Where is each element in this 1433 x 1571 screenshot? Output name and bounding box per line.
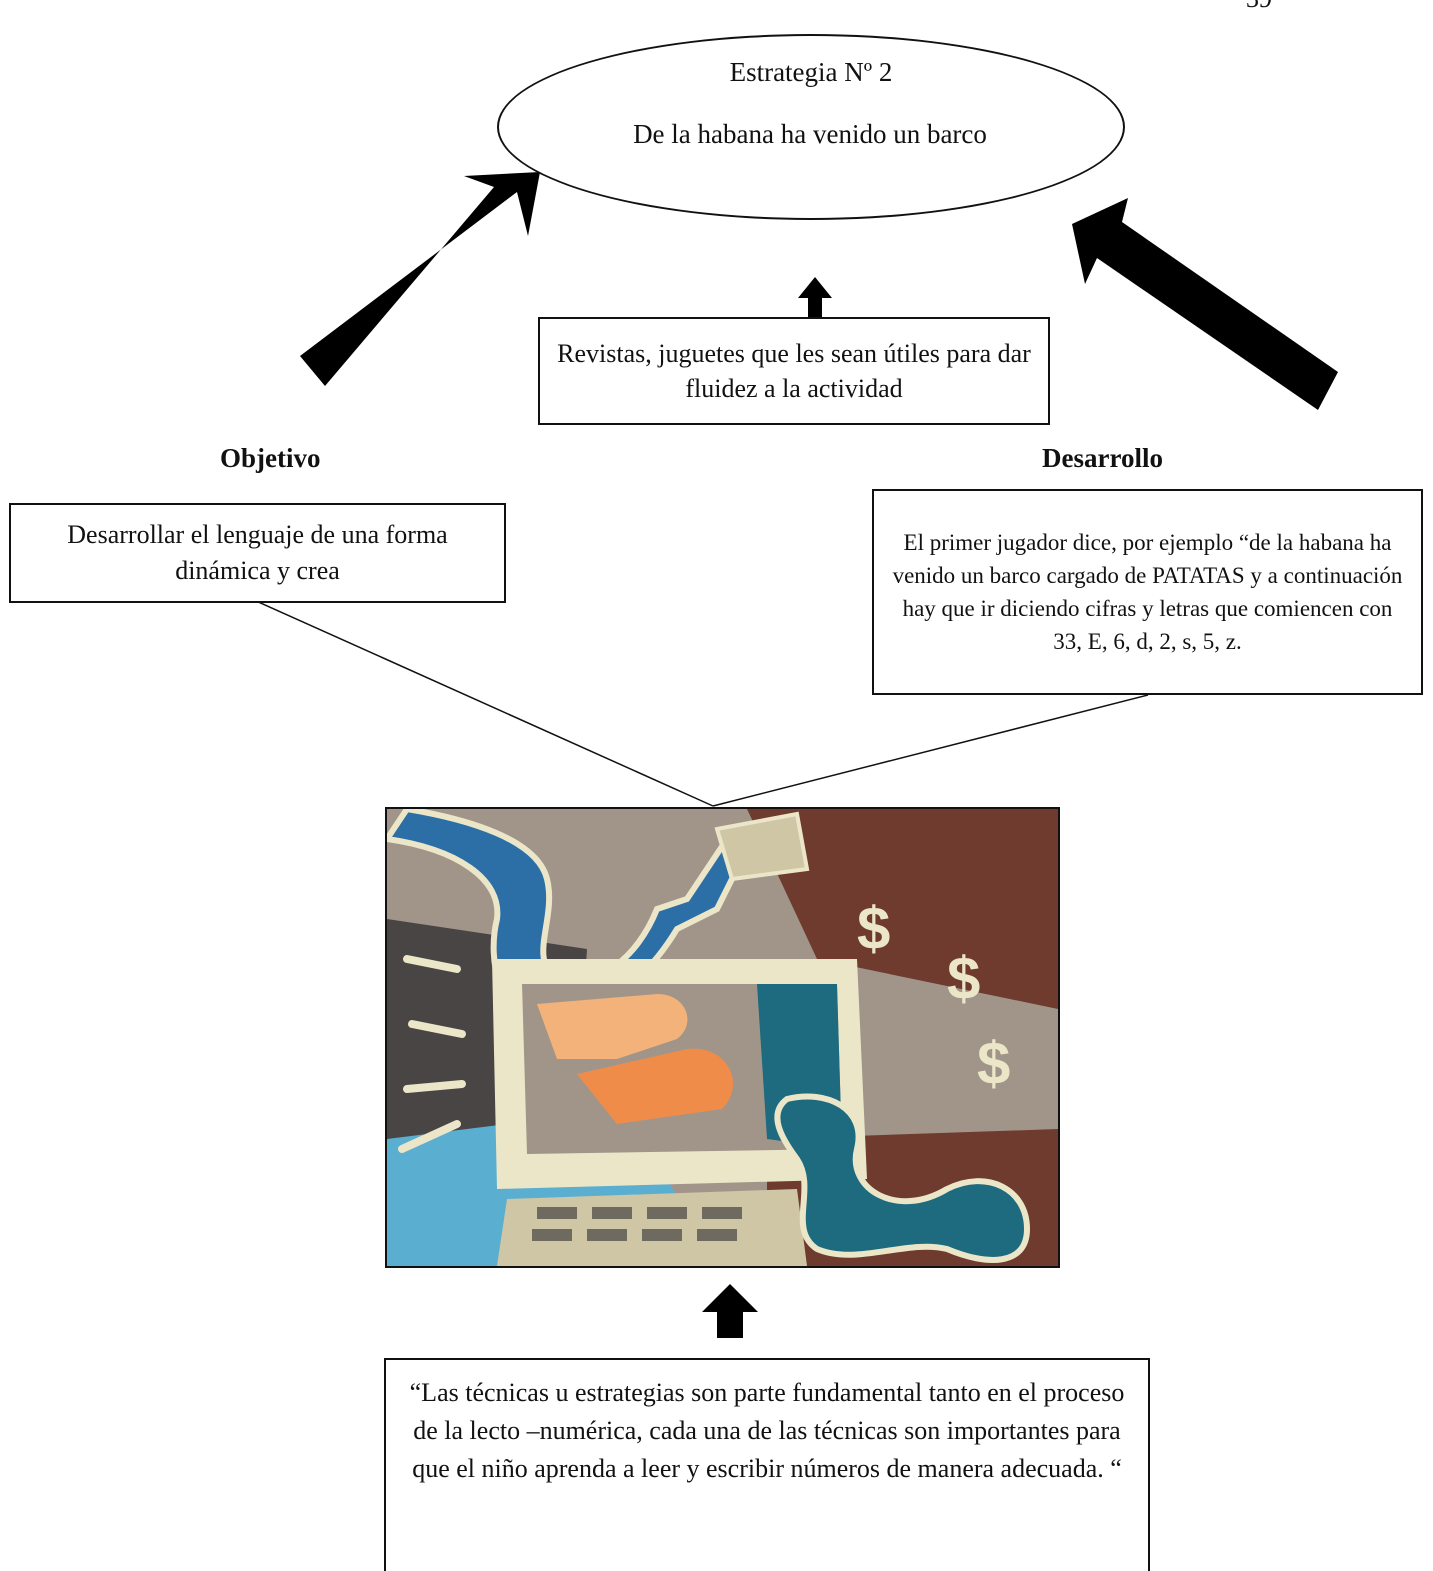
illustration-frame: $ $ $: [385, 807, 1060, 1268]
strategy-title: Estrategia Nº 2: [729, 57, 893, 87]
objective-text: Desarrollar el lenguaje de una forma din…: [67, 520, 448, 585]
dollar-sign-3: $: [977, 1030, 1010, 1097]
strategy-ellipse: [497, 34, 1125, 220]
objective-heading: Objetivo: [220, 443, 321, 473]
dollar-sign-2: $: [947, 945, 980, 1012]
page-number: 39: [1246, 0, 1272, 14]
materials-arrow-icon: [798, 277, 832, 322]
materials-text: Revistas, juguetes que les sean útiles p…: [557, 339, 1031, 403]
development-box: El primer jugador dice, por ejemplo “de …: [872, 489, 1423, 695]
left-arrow-icon: [300, 172, 540, 386]
keyboard: [497, 1189, 807, 1266]
quote-arrow-icon: [702, 1284, 758, 1338]
orange-hand: [577, 1048, 734, 1124]
right-arrow-icon: [1072, 198, 1338, 410]
quote-text: “Las técnicas u estrategias son parte fu…: [409, 1378, 1125, 1483]
materials-box: Revistas, juguetes que les sean útiles p…: [538, 317, 1050, 425]
peach-hand: [537, 994, 688, 1059]
objective-box: Desarrollar el lenguaje de una forma din…: [9, 503, 506, 603]
development-text: El primer jugador dice, por ejemplo “de …: [892, 530, 1403, 654]
quote-box: “Las técnicas u estrategias son parte fu…: [384, 1358, 1150, 1571]
objective-connector-line: [253, 599, 714, 807]
development-heading: Desarrollo: [1042, 443, 1163, 473]
keyboard-keys: [532, 1207, 742, 1241]
development-connector-line: [712, 694, 1149, 807]
dollar-sign-1: $: [857, 895, 890, 962]
computer-commerce-illustration: $ $ $: [387, 809, 1058, 1266]
motion-lines: [398, 955, 466, 1153]
bottom-teal-figure: [774, 1093, 1031, 1263]
strategy-name: De la habana ha venido un barco: [633, 119, 987, 149]
card-shape: [714, 811, 810, 882]
